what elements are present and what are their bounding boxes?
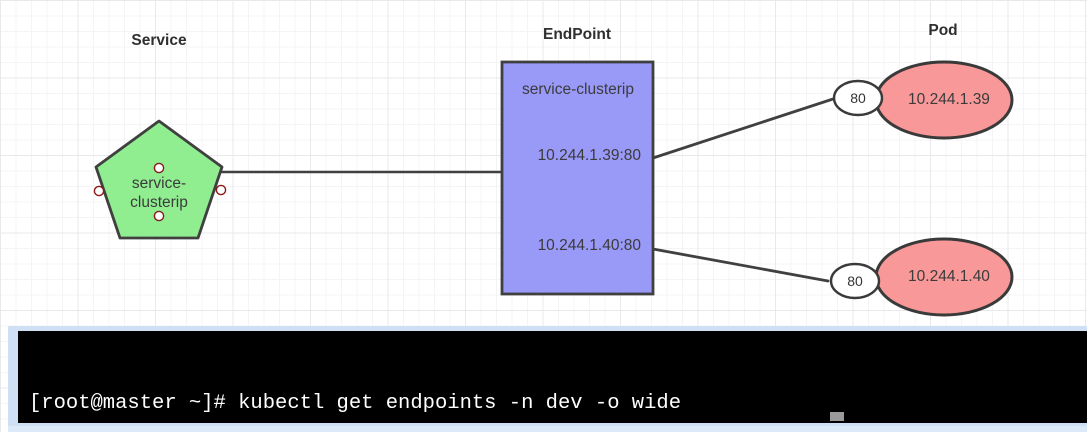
group-title-endpoint: EndPoint <box>542 26 612 43</box>
connection-point-top[interactable] <box>153 162 165 174</box>
service-node[interactable] <box>93 119 227 240</box>
connection-point-bottom[interactable] <box>153 210 165 222</box>
edge-endpoint-to-pod-1[interactable] <box>651 97 835 160</box>
terminal-window[interactable]: [root@master ~]# kubectl get endpoints -… <box>8 326 1087 432</box>
endpoint-rect-shape[interactable] <box>500 60 655 296</box>
connection-point-left[interactable] <box>93 185 105 197</box>
terminal-cursor <box>830 412 844 421</box>
endpoint-node[interactable] <box>500 60 655 296</box>
pod-ellipse-1[interactable] <box>874 60 1014 140</box>
pod-port-circle-2[interactable] <box>829 262 881 300</box>
terminal-bottom-band <box>8 426 1087 432</box>
service-pentagon-shape[interactable] <box>94 119 224 240</box>
pod-node-2[interactable] <box>829 237 1014 317</box>
group-title-pod: Pod <box>928 22 958 39</box>
connection-point-right[interactable] <box>215 184 227 196</box>
terminal-output[interactable]: [root@master ~]# kubectl get endpoints -… <box>18 331 1087 423</box>
pod-node-1[interactable] <box>832 60 1014 140</box>
pod-port-label-2: 80 <box>847 273 863 289</box>
pod-ellipse-2[interactable] <box>874 237 1014 317</box>
terminal-prompt-line: [root@master ~]# kubectl get endpoints -… <box>29 392 682 415</box>
group-title-service: Service <box>131 32 187 49</box>
edge-endpoint-to-pod-2[interactable] <box>651 247 830 283</box>
pod-port-circle-1[interactable] <box>832 79 884 117</box>
pod-port-label-1: 80 <box>850 90 866 106</box>
